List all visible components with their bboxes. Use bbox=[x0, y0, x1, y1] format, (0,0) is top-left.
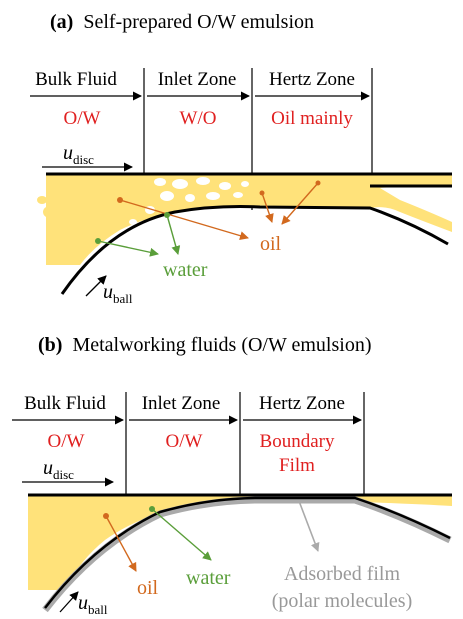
panel-b-phase-hertz-1: Boundary bbox=[260, 431, 335, 452]
panel-a-u-ball-sub: ball bbox=[113, 291, 133, 306]
panel-a-tag: (a) bbox=[50, 11, 73, 33]
panel-b-title: Metalworking fluids (O/W emulsion) bbox=[72, 334, 371, 356]
panel-b-tag: (b) bbox=[38, 334, 62, 356]
panel-a-zone-hertz: Hertz Zone bbox=[269, 69, 355, 90]
panel-b-oil-arrow bbox=[105, 515, 137, 572]
panel-a-water-arrow-1 bbox=[97, 240, 159, 257]
svg-text:(b) Metalworking fluids: (b) Metalworking fluids (O/W emulsion) bbox=[38, 334, 372, 356]
panel-b-phase-inlet: O/W bbox=[166, 431, 203, 452]
svg-text:uball: uball bbox=[103, 281, 133, 306]
panel-a-oil-arrow-1 bbox=[119, 199, 249, 241]
panel-a-oil-label: oil bbox=[260, 233, 282, 255]
panel-a-u-disc-sub: disc bbox=[73, 152, 94, 167]
panel-b-oil-droplets bbox=[37, 502, 105, 563]
panel-a-u-ball-symbol: u bbox=[103, 281, 113, 303]
panel-b-oil-film bbox=[28, 495, 452, 590]
panel-b-zone-bulk: Bulk Fluid bbox=[24, 393, 106, 414]
panel-b-adsorbed-label-1: Adsorbed film bbox=[284, 563, 401, 585]
panel-a-u-ball-arrow bbox=[85, 275, 107, 297]
panel-b-adsorbed-arrow bbox=[298, 500, 320, 552]
panel-a: (a) Self-prepared O/W emulsion Bulk Flui… bbox=[30, 11, 452, 306]
panel-a-oil-arrow-2 bbox=[261, 192, 274, 223]
panel-b-u-ball-sub: ball bbox=[88, 602, 108, 617]
panel-a-water-label: water bbox=[163, 259, 208, 281]
panel-b-phase-hertz-2: Film bbox=[279, 455, 315, 476]
panel-b-zone-inlet: Inlet Zone bbox=[142, 393, 221, 414]
panel-a-water-droplets bbox=[129, 177, 249, 225]
svg-text:udisc: udisc bbox=[63, 142, 94, 167]
panel-a-title: Self-prepared O/W emulsion bbox=[83, 11, 314, 33]
panel-b-adsorbed-label-2: (polar molecules) bbox=[272, 590, 413, 612]
panel-b-u-ball-arrow bbox=[59, 591, 79, 613]
panel-a-oil-arrow-3 bbox=[281, 182, 319, 225]
panel-b-ball-surface bbox=[44, 496, 451, 609]
panel-b-u-disc-sub: disc bbox=[53, 467, 74, 482]
panel-a-phase-hertz: Oil mainly bbox=[271, 108, 353, 129]
panel-a-water-arrow-2 bbox=[166, 214, 181, 255]
panel-b-water-label: water bbox=[186, 567, 231, 589]
panel-b-oil-label: oil bbox=[137, 577, 159, 599]
panel-b-u-ball-symbol: u bbox=[78, 592, 88, 614]
panel-b-water-arrow bbox=[151, 508, 212, 561]
panel-a-ball-surface bbox=[60, 205, 449, 295]
panel-b: (b) Metalworking fluids (O/W emulsion) B… bbox=[12, 334, 452, 617]
panel-b-phase-bulk: O/W bbox=[48, 431, 85, 452]
panel-b-adsorbed-film bbox=[42, 496, 452, 613]
panel-a-zone-bulk: Bulk Fluid bbox=[35, 69, 117, 90]
panel-a-phase-bulk: O/W bbox=[64, 108, 101, 129]
panel-a-u-disc-symbol: u bbox=[63, 142, 73, 164]
svg-text:(a) Self-prepared O/W em: (a) Self-prepared O/W emulsion bbox=[50, 11, 314, 33]
panel-a-oil-film bbox=[46, 174, 452, 265]
panel-a-zone-inlet: Inlet Zone bbox=[158, 69, 237, 90]
svg-text:uball: uball bbox=[78, 592, 108, 617]
svg-text:udisc: udisc bbox=[43, 457, 74, 482]
panel-b-u-disc-symbol: u bbox=[43, 457, 53, 479]
panel-b-zone-hertz: Hertz Zone bbox=[259, 393, 345, 414]
panel-a-phase-inlet: W/O bbox=[180, 108, 217, 129]
